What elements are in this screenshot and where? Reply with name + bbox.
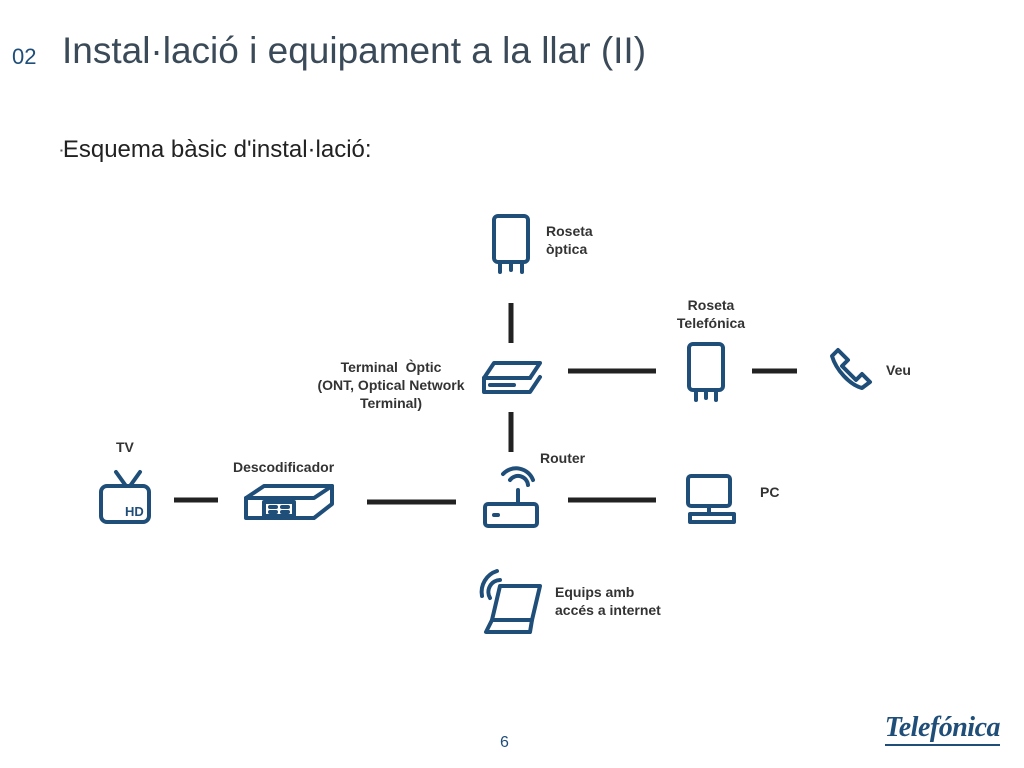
- label-veu: Veu: [886, 362, 911, 378]
- bullet-icon: ▪: [60, 146, 63, 156]
- label-roseta-telefonica-line2: Telefónica: [676, 315, 746, 331]
- brand-logo-text: Telefónica: [884, 712, 1001, 743]
- label-terminal-optic: Terminal Òptic (ONT, Optical Network Ter…: [296, 358, 486, 412]
- label-roseta-optica: Roseta òptica: [546, 222, 593, 258]
- label-descodificador: Descodificador: [233, 459, 335, 475]
- page-number: 6: [500, 734, 509, 751]
- label-router: Router: [540, 450, 586, 466]
- label-roseta-optica-line2: òptica: [546, 241, 588, 257]
- label-equips-line2: accés a internet: [555, 602, 661, 618]
- tv-badge: HD: [124, 505, 145, 519]
- phone-handset-icon: [830, 348, 872, 390]
- label-roseta-telefonica-line1: Roseta: [687, 297, 735, 313]
- label-equips-line1: Equips amb: [555, 584, 635, 600]
- subtitle-text: Esquema bàsic d'instal·lació:: [62, 136, 372, 163]
- optical-outlet-icon: [492, 214, 530, 274]
- connectors: [174, 303, 797, 505]
- tv-badge-text: HD: [125, 504, 144, 519]
- ont-icon: [482, 361, 542, 394]
- label-terminal-optic-line2: (ONT, Optical Network: [317, 377, 465, 393]
- label-terminal-optic-line1: Terminal Òptic: [340, 359, 442, 375]
- laptop-wifi-icon: [479, 569, 542, 634]
- subtitle: ▪Esquema bàsic d'instal·lació:: [60, 136, 372, 164]
- label-equips: Equips amb accés a internet: [555, 583, 661, 619]
- label-terminal-optic-line3: Terminal): [360, 395, 422, 411]
- tv-icon: [99, 470, 151, 524]
- logo-underline: [884, 744, 1000, 746]
- label-roseta-telefonica: Roseta Telefónica: [660, 296, 762, 332]
- router-icon: [483, 466, 539, 528]
- telefonica-logo: Telefónica: [884, 712, 1001, 746]
- slide-title: Instal·lació i equipament a la llar (II): [62, 30, 647, 71]
- label-tv: TV: [116, 439, 134, 455]
- section-number: 02: [12, 44, 37, 69]
- decoder-icon: [244, 484, 334, 520]
- label-roseta-optica-line1: Roseta: [546, 223, 593, 239]
- label-pc: PC: [760, 484, 780, 500]
- pc-icon: [686, 474, 736, 524]
- phone-outlet-icon: [687, 342, 725, 402]
